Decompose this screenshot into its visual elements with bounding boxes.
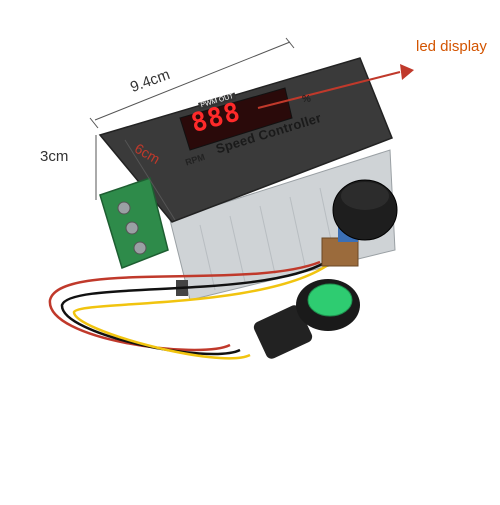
switch-cap[interactable] xyxy=(307,283,353,317)
knob-top xyxy=(341,182,389,210)
depth-dimension-line xyxy=(124,139,176,221)
width-dimension-line xyxy=(94,41,291,121)
housing-fins xyxy=(199,187,336,291)
wires xyxy=(48,260,333,360)
led-display-label: led display xyxy=(416,38,487,55)
arrow-head xyxy=(400,64,414,80)
switch-body xyxy=(253,305,313,359)
percent-label: % xyxy=(302,94,311,105)
led-display xyxy=(179,87,293,151)
terminal-screws xyxy=(117,201,147,255)
led-pointer-arrow xyxy=(257,71,401,109)
potentiometer xyxy=(321,237,359,267)
height-label: 3cm xyxy=(40,148,69,165)
